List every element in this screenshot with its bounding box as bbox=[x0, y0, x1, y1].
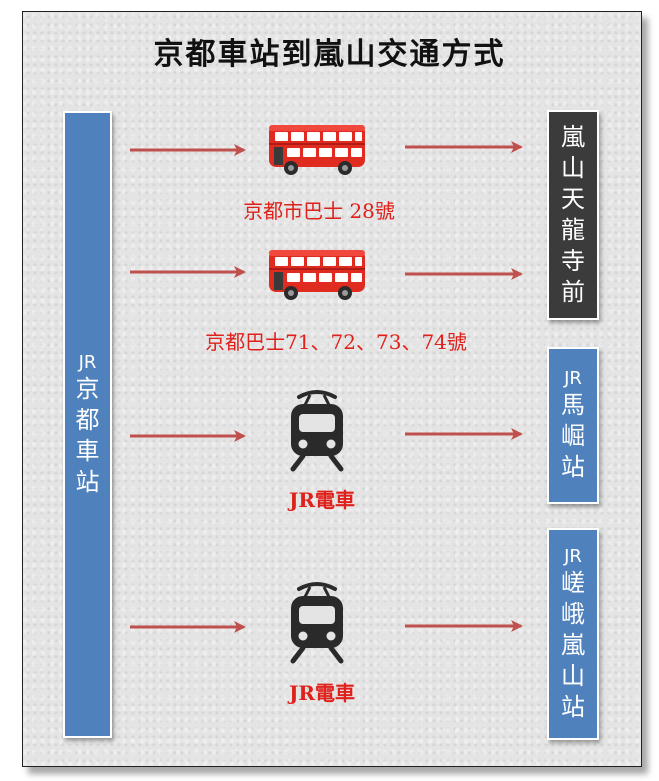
route-label-bus71: 京都巴士71、72、73、74號 bbox=[205, 330, 467, 354]
route-label-train2: JR電車 bbox=[288, 681, 356, 705]
destination-char: 山 bbox=[561, 661, 585, 690]
route-label-train1: JR電車 bbox=[288, 488, 356, 512]
destination-char: 馬 bbox=[561, 391, 585, 419]
destination-char: 峨 bbox=[561, 599, 585, 628]
arrow-origin-to-train2 bbox=[130, 621, 246, 633]
destination-box-tenryuji: 嵐 山 天 龍 寺 前 bbox=[547, 110, 599, 320]
origin-box-jr-kyoto-station: JR 京 都 車 站 bbox=[63, 111, 112, 738]
double-decker-bus-icon bbox=[269, 125, 365, 175]
destination-char: 寺 bbox=[561, 247, 585, 275]
destination-char: 嵐 bbox=[561, 123, 585, 151]
destination-char: 天 bbox=[561, 185, 585, 213]
diagram-title: 京都車站到嵐山交通方式 bbox=[153, 37, 506, 72]
train-icon bbox=[290, 582, 344, 664]
arrow-origin-to-bus71 bbox=[130, 266, 246, 278]
destination-char: 龍 bbox=[561, 216, 585, 244]
origin-char: 站 bbox=[75, 467, 100, 496]
arrow-bus28-to-tenryuji bbox=[405, 141, 523, 153]
destination-box-umahori: JR 馬 崛 站 bbox=[547, 347, 599, 504]
arrow-bus71-to-tenryuji bbox=[405, 268, 523, 280]
origin-char: 京 bbox=[75, 374, 100, 403]
route-label-bus28: 京都市巴士 28號 bbox=[243, 199, 395, 223]
destination-box-saga-arashiyama: JR 嵯 峨 嵐 山 站 bbox=[547, 528, 599, 740]
destination-char: 嵯 bbox=[561, 568, 585, 597]
double-decker-bus-icon bbox=[269, 250, 365, 300]
destination-jr-label: JR bbox=[564, 545, 582, 567]
train-icon bbox=[290, 390, 344, 472]
origin-char: 都 bbox=[75, 405, 100, 434]
arrow-origin-to-train1 bbox=[130, 430, 246, 442]
destination-char: 山 bbox=[561, 154, 585, 182]
destination-char: 嵐 bbox=[561, 630, 585, 659]
destination-char: 站 bbox=[561, 453, 585, 481]
arrow-train1-to-umahori bbox=[405, 428, 523, 440]
arrow-train2-to-saga bbox=[405, 620, 523, 632]
destination-jr-label: JR bbox=[564, 368, 582, 389]
origin-jr-label: JR bbox=[78, 351, 97, 373]
destination-char: 崛 bbox=[561, 422, 585, 450]
destination-char: 站 bbox=[561, 692, 585, 721]
origin-char: 車 bbox=[75, 436, 100, 465]
arrow-origin-to-bus28 bbox=[130, 144, 246, 156]
destination-char: 前 bbox=[561, 278, 585, 306]
